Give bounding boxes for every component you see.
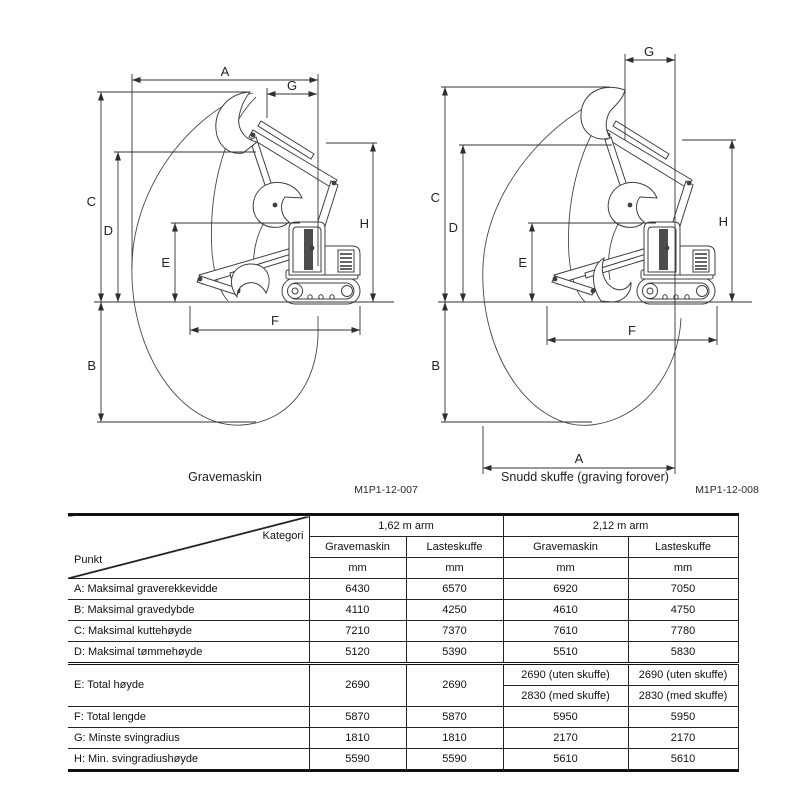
- table-cell: 5950: [502, 706, 629, 728]
- dim-h-label: H: [360, 216, 369, 231]
- dim-c-label: C: [431, 190, 440, 205]
- table-row: E: Total høyde 2690 2690 2690 (uten skuf…: [68, 662, 739, 707]
- unit-cell: mm: [405, 557, 504, 579]
- left-diagram-code: M1P1-12-007: [354, 484, 418, 496]
- excavator-drawing: [551, 120, 716, 305]
- left-diagram-svg: A G C D E H B F: [87, 64, 394, 426]
- group-header-arm2: 2,12 m arm: [502, 514, 739, 537]
- dim-a-label: A: [575, 451, 584, 466]
- subheader-cell: Lasteskuffe: [405, 536, 504, 558]
- dim-h-label: H: [719, 214, 728, 229]
- dim-f-label: F: [271, 313, 279, 328]
- row-label: G: Minste svingradius: [68, 727, 310, 749]
- table-cell: 2830 (med skuffe): [502, 685, 629, 707]
- table-cell: 6920: [502, 578, 629, 600]
- row-label: H: Min. svingradiushøyde: [68, 748, 310, 771]
- table-units-row: mm mm mm mm: [68, 557, 739, 579]
- dimension-labels: A G C D E H B F: [87, 64, 369, 373]
- table-cell: 2690 (uten skuffe): [627, 662, 739, 686]
- table-cell: 1810: [405, 727, 504, 749]
- table-row: G: Minste svingradius 1810 1810 2170 217…: [68, 727, 739, 749]
- table-row: B: Maksimal gravedybde 4110 4250 4610 47…: [68, 599, 739, 621]
- dim-e-label: E: [161, 255, 170, 270]
- table-row: F: Total lengde 5870 5870 5950 5950: [68, 706, 739, 728]
- dim-e-label: E: [518, 255, 527, 270]
- dimension-lines: [438, 54, 752, 474]
- excavator-drawing: [196, 120, 361, 305]
- table-cell: 2690: [308, 662, 407, 707]
- table-row: D: Maksimal tømmehøyde 5120 5390 5510 58…: [68, 641, 739, 664]
- unit-cell: mm: [627, 557, 739, 579]
- table-row: H: Min. svingradiushøyde 5590 5590 5610 …: [68, 748, 739, 771]
- table-cell: 1810: [308, 727, 407, 749]
- table-cell: 2690: [405, 662, 504, 707]
- table-row: A: Maksimal graverekkevidde 6430 6570 69…: [68, 578, 739, 600]
- subheader-cell: Lasteskuffe: [627, 536, 739, 558]
- table-cell: 5510: [502, 641, 629, 664]
- bucket-shapes: [215, 91, 270, 299]
- row-label: A: Maksimal graverekkevidde: [68, 578, 310, 600]
- table-cell: 5390: [405, 641, 504, 664]
- right-diagram-code: M1P1-12-008: [695, 484, 759, 496]
- table-cell: 4610: [502, 599, 629, 621]
- table-cell: 6430: [308, 578, 407, 600]
- dim-g-label: G: [287, 78, 297, 93]
- dimension-labels: G C D E H B F A: [431, 44, 728, 466]
- table-cell: 2830 (med skuffe): [627, 685, 739, 707]
- dim-b-label: B: [87, 358, 96, 373]
- subheader-cell: Gravemaskin: [308, 536, 407, 558]
- table-row: 2830 (med skuffe) 2830 (med skuffe): [68, 685, 739, 707]
- dim-f-label: F: [628, 323, 636, 338]
- table-cell: 5590: [405, 748, 504, 771]
- table-cell: 5870: [308, 706, 407, 728]
- right-diagram-caption: Snudd skuffe (graving forover): [501, 470, 669, 484]
- table-cell: 7210: [308, 620, 407, 642]
- corner-label-punkt: Punkt: [74, 553, 103, 566]
- table-cell: 5830: [627, 641, 739, 664]
- row-label: C: Maksimal kuttehøyde: [68, 620, 310, 642]
- table-cell: 5610: [502, 748, 629, 771]
- group-header-arm1: 1,62 m arm: [308, 514, 504, 537]
- dim-d-label: D: [449, 220, 458, 235]
- table-cell: 7780: [627, 620, 739, 642]
- table-cell: 7370: [405, 620, 504, 642]
- table-cell: 5610: [627, 748, 739, 771]
- table-cell: 7610: [502, 620, 629, 642]
- right-diagram: G C D E H B F A: [420, 30, 790, 480]
- dim-c-label: C: [87, 194, 96, 209]
- table-cell: 4750: [627, 599, 739, 621]
- bucket-shapes: [580, 86, 632, 303]
- table-cell: 2170: [502, 727, 629, 749]
- table-cell: 2170: [627, 727, 739, 749]
- dim-b-label: B: [431, 358, 440, 373]
- table-cell: 5590: [308, 748, 407, 771]
- table-cell: 5950: [627, 706, 739, 728]
- spec-table: Kategori Punkt 1,62 m arm 2,12 m arm Gra…: [68, 513, 739, 772]
- dimension-lines: [94, 74, 394, 423]
- table-row: C: Maksimal kuttehøyde 7210 7370 7610 77…: [68, 620, 739, 642]
- unit-cell: mm: [308, 557, 407, 579]
- dim-d-label: D: [104, 223, 113, 238]
- corner-label-kategori: Kategori: [262, 530, 304, 542]
- left-diagram-caption: Gravemaskin: [188, 470, 262, 484]
- row-label: B: Maksimal gravedybde: [68, 599, 310, 621]
- row-label: D: Maksimal tømmehøyde: [68, 641, 310, 664]
- unit-cell: mm: [502, 557, 629, 579]
- row-label: E: Total høyde: [68, 662, 310, 707]
- dim-a-label: A: [221, 64, 230, 79]
- subheader-cell: Gravemaskin: [502, 536, 629, 558]
- table-cell: 5870: [405, 706, 504, 728]
- table-cell: 6570: [405, 578, 504, 600]
- left-diagram: A G C D E H B F: [60, 30, 420, 480]
- row-label: F: Total lengde: [68, 706, 310, 728]
- dim-g-label: G: [644, 44, 654, 59]
- table-cell: 2690 (uten skuffe): [502, 662, 629, 686]
- right-diagram-svg: G C D E H B F A: [431, 44, 752, 474]
- table-cell: 4250: [405, 599, 504, 621]
- table-corner-cell: Kategori Punkt: [68, 514, 310, 579]
- table-cell: 7050: [627, 578, 739, 600]
- table-cell: 4110: [308, 599, 407, 621]
- table-group-header-row: Kategori Punkt 1,62 m arm 2,12 m arm: [68, 514, 739, 579]
- table-cell: 5120: [308, 641, 407, 664]
